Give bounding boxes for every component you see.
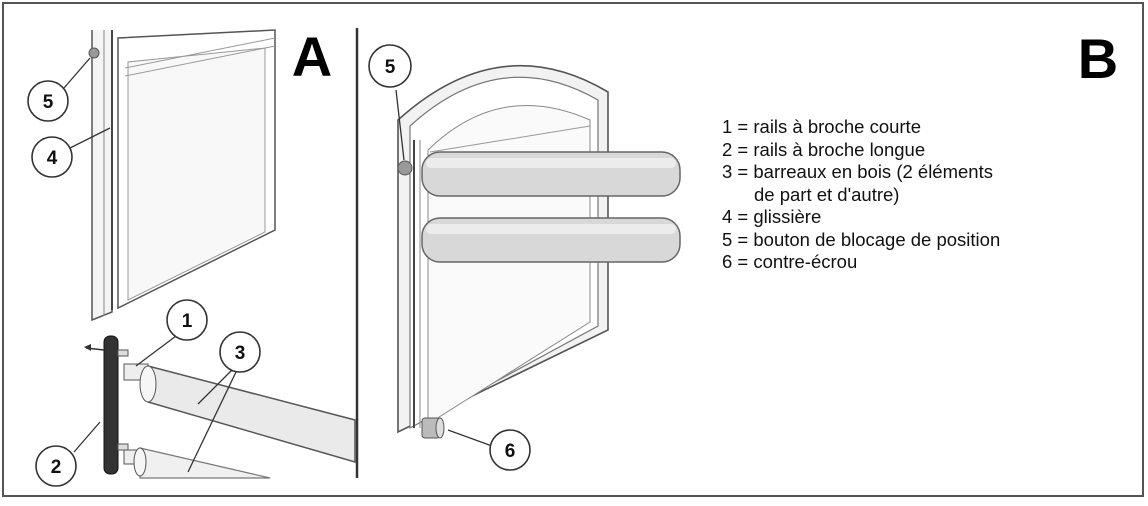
callout-a-3: 3	[235, 343, 246, 364]
callout-circle	[31, 136, 73, 178]
callout-circle	[368, 44, 412, 88]
legend-item-3: 3 = barreaux en bois (2 éléments	[722, 161, 993, 182]
legend-item-4: 4 = glissière	[722, 206, 822, 227]
callout-circle	[166, 299, 208, 341]
callout-b-5: 5	[385, 57, 396, 78]
callout-a-5: 5	[43, 92, 54, 113]
callout-a-1: 1	[182, 311, 193, 332]
locking-knob-a	[88, 47, 100, 59]
parts-legend: 1 = rails à broche courte 2 = rails à br…	[722, 116, 1122, 274]
locking-knob-b	[397, 160, 413, 176]
legend-item-1: 1 = rails à broche courte	[722, 116, 921, 137]
callout-a-2: 2	[51, 457, 62, 478]
legend-item-3-continued: de part et d'autre)	[754, 183, 900, 205]
bed-post-a	[91, 30, 113, 322]
legend-item-5: 5 = bouton de blocage de position	[722, 228, 1001, 250]
panel-label-b: B	[1078, 27, 1118, 90]
callout-a-4: 4	[47, 148, 58, 169]
panel-b-illustration: 5 6 B	[368, 27, 1118, 471]
callout-b-6: 6	[505, 441, 516, 462]
legend-item-2: 2 = rails à broche longue	[722, 138, 926, 160]
long-pin-rail	[103, 335, 119, 475]
panel-label-a: A	[292, 25, 332, 88]
legend-item-6: 6 = contre-écrou	[722, 251, 858, 272]
panel-a-illustration: 5 4 1 3 2 A	[27, 25, 356, 487]
callout-circle	[489, 429, 531, 471]
callout-circle	[35, 445, 77, 487]
callout-circle	[27, 80, 69, 122]
callout-circle	[219, 331, 261, 373]
